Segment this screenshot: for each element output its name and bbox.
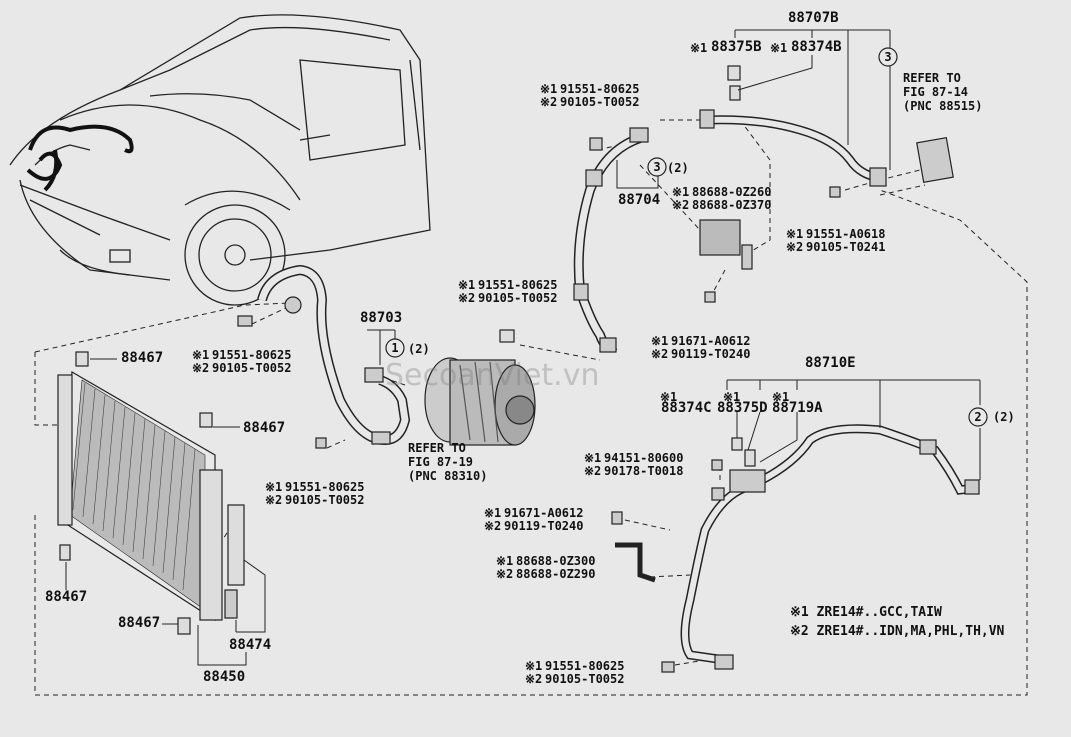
mark-1: ※1 [192,348,210,362]
part-88688-0z300: 88688-0Z300 [516,554,596,568]
condenser-callout-lines [65,358,266,666]
circle-ref-1 [385,338,405,358]
bolt-91551-80625: 91551-80625 [212,348,292,362]
mark-2: ※2 [496,567,514,581]
bolt-90105-t0052: 90105-T0052 [545,672,625,686]
mark-1: ※1 [458,278,476,292]
hose-88704-callout [616,160,659,189]
mark-1: ※1 [772,390,790,404]
ref-fig-87-19-line3: (PNC 88310) [408,469,488,483]
circle-1-text: 1 [391,341,398,355]
ref-fig-87-14-line1: REFER TO [903,71,961,85]
condenser-88450 [57,351,245,635]
part-88374b: 88374B [791,39,842,55]
qty-2: (2) [993,410,1015,424]
circle-ref-3-mid [647,157,667,177]
circle-ref-2 [968,407,988,427]
note-2: ※2 ZRE14#..IDN,MA,PHL,TH,VN [790,624,1005,639]
mark-1: ※1 [496,554,514,568]
watermark: SecoanViet.vn [385,358,600,393]
mark-1: ※1 [540,82,558,96]
part-88688-0z260: 88688-0Z260 [692,185,772,199]
mark-1: ※1 [672,185,690,199]
part-88688-0z370: 88688-0Z370 [692,198,772,212]
part-88467: 88467 [118,615,161,631]
mark-1: ※1 [651,334,669,348]
part-88375d: 88375D [717,400,768,416]
part-88467: 88467 [121,350,164,366]
mark-2: ※2 [458,291,476,305]
bolt-91551-80625: 91551-80625 [478,278,558,292]
mark-2: ※2 [265,493,283,507]
circled-number-text: 3 3 1 2 [391,50,981,424]
part-88375b: 88375B [711,39,762,55]
bolt-90105-t0052: 90105-T0052 [478,291,558,305]
note-1: ※1 ZRE14#..GCC,TAIW [790,605,942,620]
part-88703: 88703 [360,310,403,326]
bolt-91551-a0618: 91551-A0618 [806,227,886,241]
ref-fig-87-19-line2: FIG 87-19 [408,455,474,469]
bolt-90119-t0240: 90119-T0240 [504,519,584,533]
mark-2: ※2 [651,347,669,361]
mark-2: ※2 [584,464,602,478]
mark-1: ※1 [690,41,708,55]
mark-1: ※1 [265,480,283,494]
circle-3-top-text: 3 [884,50,891,64]
bolt-91551-80625: 91551-80625 [285,480,365,494]
hose-88703 [237,264,411,449]
qty-2: (2) [408,342,430,356]
bolt-90105-t0052: 90105-T0052 [560,95,640,109]
bolt-90119-t0240: 90119-T0240 [671,347,751,361]
pipe-88707b [699,65,954,303]
pipe-88710e [611,424,980,673]
bolt-91671-a0612: 91671-A0612 [504,506,584,520]
bolt-91671-a0612: 91671-A0612 [671,334,751,348]
ref-fig-87-14-line3: (PNC 88515) [903,99,983,113]
mark-1: ※1 [723,390,741,404]
ref-fig-87-19-line1: REFER TO [408,441,466,455]
mark-2: ※2 [484,519,502,533]
bolt-91551-80625: 91551-80625 [560,82,640,96]
engine-bay-hoses [26,124,134,192]
mark-1: ※1 [770,41,788,55]
mark-1: ※1 [786,227,804,241]
bolt-90178-t0018: 90178-T0018 [604,464,684,478]
part-88467: 88467 [243,420,286,436]
qty-2: (2) [667,161,689,175]
bolt-90105-t0052: 90105-T0052 [212,361,292,375]
hose-88703-callout [367,329,396,365]
compressor [424,329,536,446]
part-88467: 88467 [45,589,88,605]
part-88374c: 88374C [661,400,712,416]
mark-1: ※1 [660,390,678,404]
mark-1: ※1 [525,659,543,673]
part-88474: 88474 [229,637,272,653]
part-88704: 88704 [618,192,661,208]
bolt-91551-80625: 91551-80625 [545,659,625,673]
hose-88704 [573,127,649,353]
circle-ref-3-top [878,47,898,67]
part-88450: 88450 [203,669,246,685]
pipe-88710e-callout [726,379,981,480]
mark-1: ※1 [484,506,502,520]
bolt-90105-t0241: 90105-T0241 [806,240,886,254]
circle-2-text: 2 [974,410,981,424]
part-88707b: 88707B [788,10,839,26]
mark-2: ※2 [672,198,690,212]
circled-numbers [385,47,988,427]
part-88719a: 88719A [772,400,823,416]
part-88688-0z290: 88688-0Z290 [516,567,596,581]
bolt-94151-80600: 94151-80600 [604,451,684,465]
mark-2: ※2 [540,95,558,109]
mark-2: ※2 [786,240,804,254]
mark-2: ※2 [525,672,543,686]
mark-1: ※1 [584,451,602,465]
bolt-90105-t0052: 90105-T0052 [285,493,365,507]
ref-fig-87-14-line2: FIG 87-14 [903,85,969,99]
mark-2: ※2 [192,361,210,375]
part-88710e: 88710E [805,355,856,371]
circle-3-mid-text: 3 [653,160,660,174]
